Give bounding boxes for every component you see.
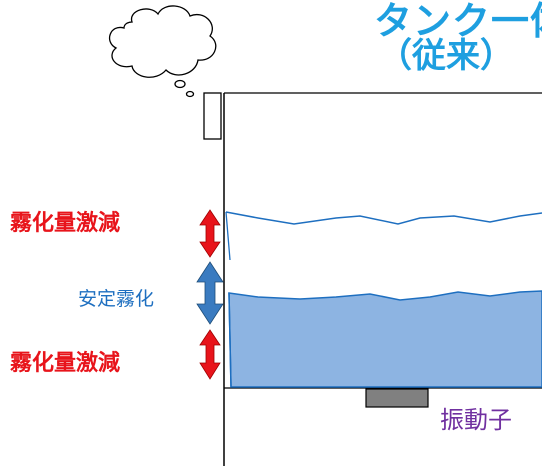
red-double-arrow-icon — [199, 329, 221, 380]
thought-bubble-icon — [108, 5, 217, 98]
lower-decrease-label: 霧化量激減 — [10, 351, 121, 376]
diagram-subtitle: （従来） — [378, 36, 514, 76]
water-body — [228, 290, 542, 388]
upper-decrease-label: 霧化量激減 — [10, 211, 121, 236]
blue-double-arrow-icon — [196, 261, 224, 325]
red-double-arrow-icon — [199, 209, 221, 258]
upper-water-line — [225, 211, 542, 225]
vibrator-label: 振動子 — [440, 406, 512, 434]
diagram-title: タンク一体 — [374, 0, 542, 43]
water-inlet — [203, 92, 222, 140]
water-left-edge — [228, 292, 232, 388]
upper-water-line-wall — [225, 211, 231, 261]
vibrator-element — [365, 388, 429, 408]
stable-atomization-label: 安定霧化 — [78, 288, 155, 310]
